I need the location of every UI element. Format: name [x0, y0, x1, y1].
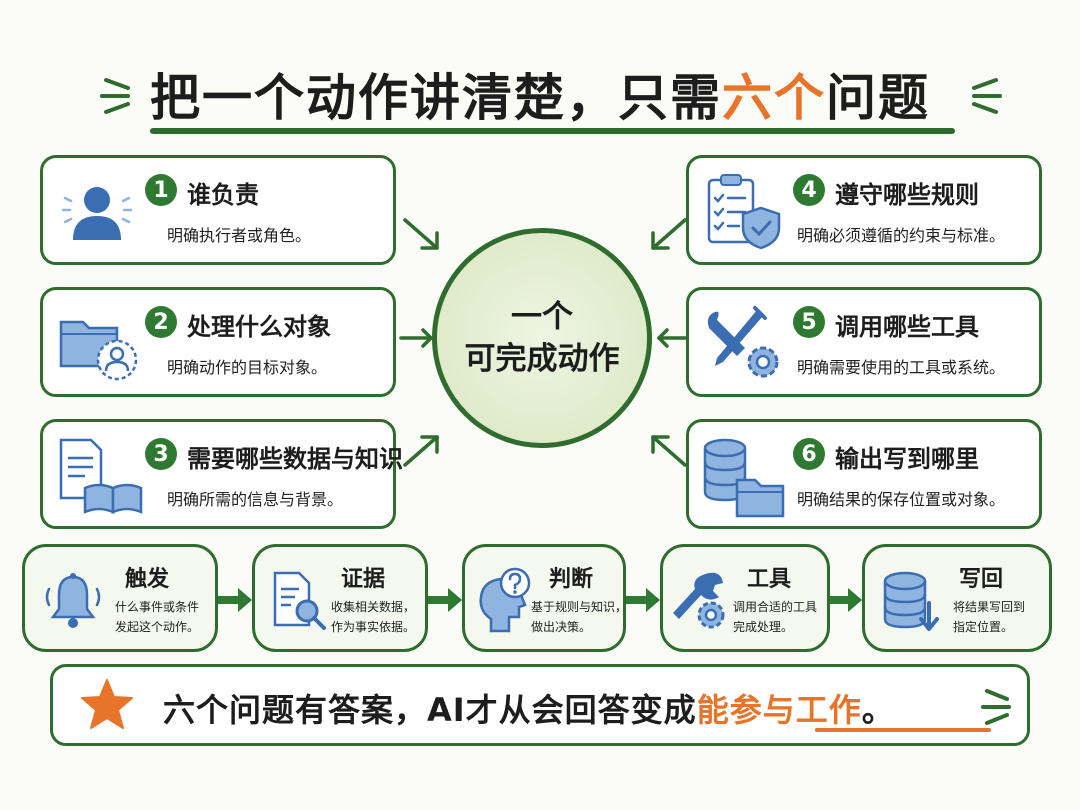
flow-step-tool: 工具 调用合适的工具 完成处理。 [660, 544, 830, 652]
flow-step-evidence: 证据 收集相关数据， 作为事实依据。 [252, 544, 428, 652]
page-title: 把一个动作讲清楚，只需六个问题 [150, 66, 950, 130]
question-number-5: 5 [793, 306, 825, 338]
conclusion-text: 六个问题有答案，AI才从会回答变成能参与工作。 [163, 685, 895, 731]
question-desc-3: 明确所需的信息与背景。 [167, 490, 344, 509]
question-card-6: 6 输出写到哪里 明确结果的保存位置或对象。 [686, 419, 1042, 529]
folder-user-icon [59, 320, 138, 381]
flow-desc-trigger-2: 发起这个动作。 [115, 620, 200, 634]
document-book-icon [59, 438, 143, 514]
question-desc-1: 明确执行者或角色。 [167, 226, 312, 245]
question-title-1: 谁负责 [187, 181, 259, 209]
question-card-4: 4 遵守哪些规则 明确必须遵循的约束与标准。 [686, 155, 1042, 265]
conclusion-highlight-underline [815, 728, 991, 732]
person-icon [61, 187, 133, 240]
question-title-4: 遵守哪些规则 [835, 181, 979, 209]
conclusion-text-highlight: 能参与工作 [696, 691, 862, 729]
flow-desc-judgment-1: 基于规则与知识， [531, 600, 628, 614]
flow-title-trigger: 触发 [125, 567, 170, 592]
flow-title-tool: 工具 [747, 567, 792, 592]
database-folder-icon [703, 438, 785, 518]
head-question-icon [479, 567, 531, 633]
flow-desc-judgment-2: 做出决策。 [531, 620, 592, 634]
document-search-icon [273, 571, 326, 630]
question-card-5: 5 调用哪些工具 明确需要使用的工具或系统。 [686, 287, 1042, 397]
question-card-3: 3 需要哪些数据与知识 明确所需的信息与背景。 [40, 419, 403, 529]
star-icon [81, 679, 133, 729]
question-number-4: 4 [793, 174, 825, 206]
title-decoration-right [972, 78, 1002, 114]
conclusion-decoration [981, 689, 1011, 725]
question-desc-2: 明确动作的目标对象。 [167, 358, 328, 377]
wrench-gear-icon [673, 572, 725, 629]
flow-title-writeback: 写回 [959, 567, 1004, 592]
question-number-6: 6 [793, 438, 825, 470]
flow-desc-writeback-2: 指定位置。 [953, 620, 1014, 634]
question-title-5: 调用哪些工具 [835, 313, 979, 341]
database-download-icon [883, 571, 939, 631]
question-card-1: 1 谁负责 明确执行者或角色。 [40, 155, 396, 265]
conclusion-text-after: 。 [861, 691, 895, 729]
flow-step-trigger: 触发 什么事件或条件 发起这个动作。 [22, 544, 218, 652]
flow-step-writeback: 写回 将结果写回到 指定位置。 [862, 544, 1052, 652]
question-title-3: 需要哪些数据与知识 [187, 445, 403, 473]
center-line-1: 一个 [511, 299, 573, 335]
flow-desc-writeback-1: 将结果写回到 [953, 600, 1026, 614]
title-text-highlight: 六个 [722, 69, 826, 127]
question-desc-4: 明确必须遵循的约束与标准。 [797, 226, 1006, 245]
flow-desc-evidence-2: 作为事实依据。 [331, 620, 416, 634]
question-desc-5: 明确需要使用的工具或系统。 [797, 358, 1006, 377]
question-title-2: 处理什么对象 [187, 313, 331, 341]
question-number-3: 3 [145, 438, 177, 470]
question-number-2: 2 [145, 306, 177, 338]
question-title-6: 输出写到哪里 [835, 445, 979, 473]
question-desc-6: 明确结果的保存位置或对象。 [797, 490, 1006, 509]
flow-title-evidence: 证据 [341, 567, 386, 592]
conclusion-text-before: 六个问题有答案，AI才从会回答变成 [163, 691, 697, 729]
flow-desc-tool-2: 完成处理。 [733, 620, 794, 634]
title-text-after: 问题 [826, 69, 930, 127]
clipboard-shield-icon [707, 174, 781, 250]
flow-title-judgment: 判断 [549, 567, 594, 592]
question-number-1: 1 [145, 174, 177, 206]
flow-step-judgment: 判断 基于规则与知识， 做出决策。 [462, 544, 628, 652]
flow-arrows [218, 588, 862, 612]
center-line-2: 可完成动作 [464, 341, 620, 377]
bell-icon [45, 573, 101, 628]
arrows-to-center [399, 218, 691, 467]
flow-desc-evidence-1: 收集相关数据， [331, 600, 416, 614]
center-action-circle: 一个 可完成动作 [432, 228, 652, 448]
flow-desc-tool-1: 调用合适的工具 [733, 600, 818, 614]
title-underline [150, 128, 955, 134]
title-text-before: 把一个动作讲清楚，只需 [150, 69, 722, 127]
flow-desc-trigger-1: 什么事件或条件 [115, 600, 200, 614]
title-decoration-left [100, 78, 130, 114]
tools-gear-icon [707, 306, 779, 378]
question-card-2: 2 处理什么对象 明确动作的目标对象。 [40, 287, 396, 397]
conclusion-banner: 六个问题有答案，AI才从会回答变成能参与工作。 [50, 664, 1030, 746]
